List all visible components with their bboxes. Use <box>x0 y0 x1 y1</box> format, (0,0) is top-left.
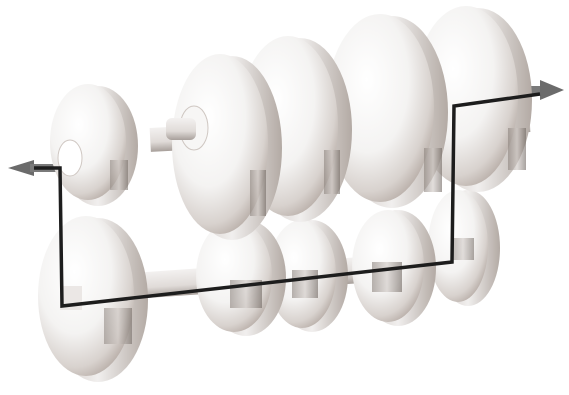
lower-gear <box>428 190 500 306</box>
upper-gear <box>166 54 282 240</box>
upper-gear <box>50 84 138 206</box>
